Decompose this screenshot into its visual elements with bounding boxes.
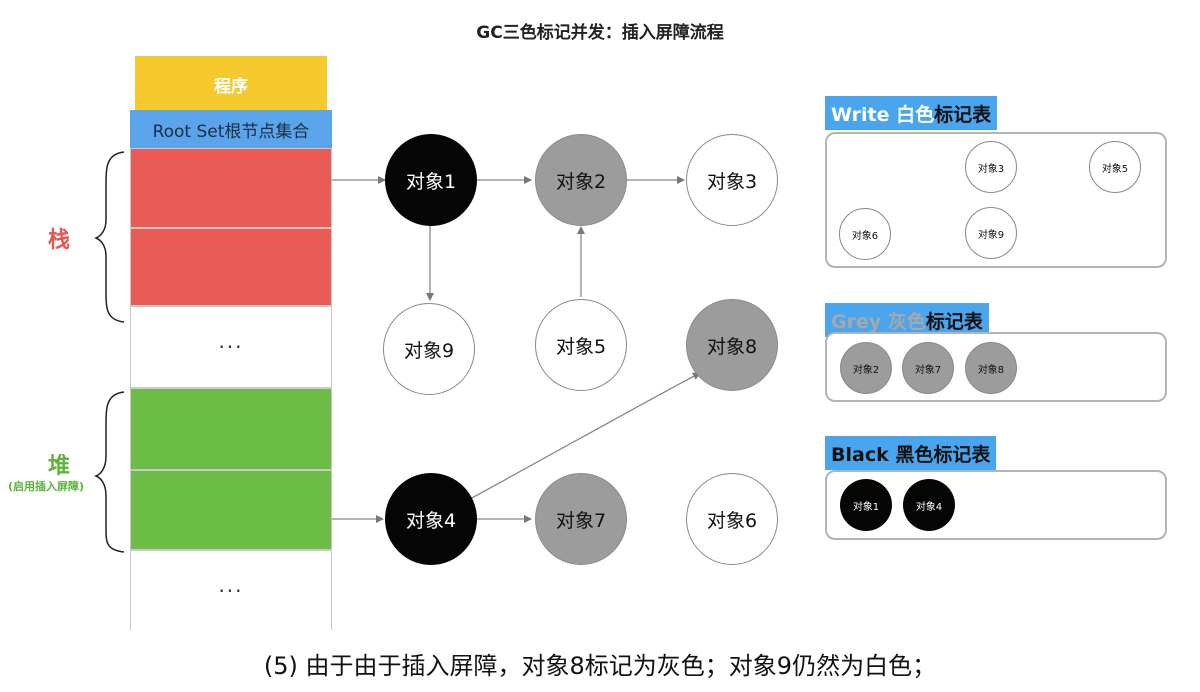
- node-n6: 对象6: [686, 473, 778, 565]
- heap-ellipsis: ···: [130, 550, 332, 630]
- white-table-item: 对象6: [839, 208, 891, 260]
- grey-table-title-prefix: Grey 灰色: [831, 310, 926, 333]
- stack-block-1: [130, 148, 332, 228]
- white-table-item: 对象3: [965, 141, 1017, 193]
- root-set-block: Root Set根节点集合: [130, 110, 332, 148]
- heap-label: 堆: [48, 454, 71, 479]
- black-table-box: [825, 470, 1167, 540]
- stack-label: 栈: [48, 228, 71, 253]
- white-table-title-suffix: 标记表: [934, 103, 992, 126]
- heap-block-1: [130, 388, 332, 470]
- white-table-title: Write 白色标记表: [825, 96, 998, 130]
- grey-table-title: Grey 灰色标记表: [825, 303, 989, 337]
- stack-brace: [93, 151, 125, 323]
- black-table-title-suffix: 标记表: [933, 443, 991, 466]
- node-n8: 对象8: [686, 299, 778, 391]
- white-table-item: 对象5: [1089, 141, 1141, 193]
- stack-ellipsis: ···: [130, 306, 332, 388]
- black-table-item: 对象1: [840, 479, 892, 531]
- grey-table-item: 对象8: [965, 342, 1017, 394]
- heap-block-2: [130, 470, 332, 550]
- stack-block-2: [130, 228, 332, 306]
- heap-brace: [93, 391, 125, 553]
- grey-table-title-suffix: 标记表: [925, 310, 983, 333]
- node-n1: 对象1: [385, 134, 477, 226]
- diagram-title: GC三色标记并发：插入屏障流程: [476, 23, 724, 43]
- node-n2: 对象2: [535, 134, 627, 226]
- grey-table-item: 对象7: [902, 342, 954, 394]
- node-n7: 对象7: [535, 473, 627, 565]
- node-n3: 对象3: [686, 134, 778, 226]
- black-table-item: 对象4: [903, 479, 955, 531]
- white-table-title-prefix: Write 白色: [831, 103, 935, 126]
- black-table-title: Black 黑色标记表: [825, 436, 997, 470]
- edge-n4-n8: [467, 372, 701, 501]
- program-block: 程序: [135, 56, 327, 112]
- node-n9: 对象9: [383, 303, 475, 395]
- black-table-title-prefix: Black 黑色: [831, 443, 934, 466]
- node-n5: 对象5: [535, 299, 627, 391]
- grey-table-item: 对象2: [840, 342, 892, 394]
- node-n4: 对象4: [385, 473, 477, 565]
- heap-sub-label: (启用插入屏障): [8, 480, 85, 493]
- white-table-item: 对象9: [965, 207, 1017, 259]
- step-caption: (5) 由于由于插入屏障，对象8标记为灰色；对象9仍然为白色；: [263, 652, 937, 680]
